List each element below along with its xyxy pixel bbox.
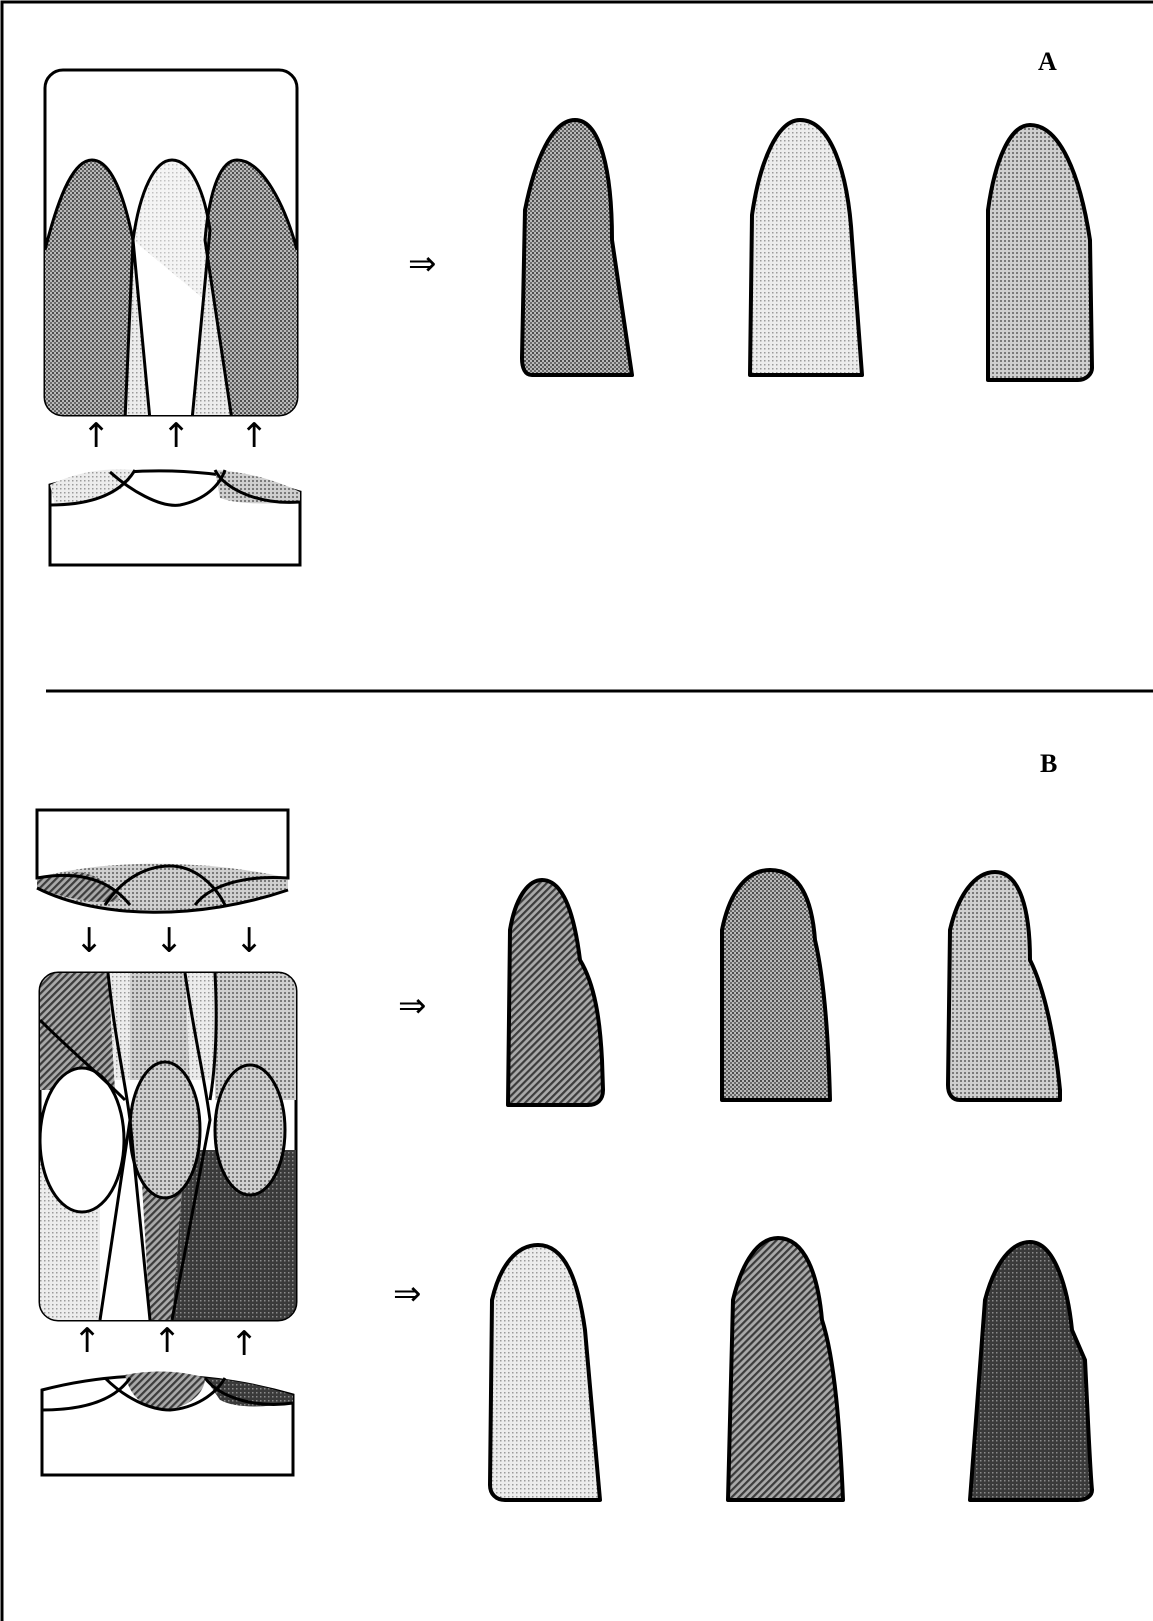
implies-arrow-icon: ⇒ (393, 1274, 422, 1314)
panel-a-composite-box (45, 70, 297, 420)
panel-a-output-shape-2 (750, 120, 862, 375)
panel-b-output-row1-shape-3 (948, 872, 1060, 1100)
panel-b-top-source-strip (37, 810, 288, 912)
arrow-up-icon: ↑ (73, 1321, 102, 1361)
panel-b-label: B (1040, 749, 1057, 778)
panel-a-label: A (1038, 47, 1057, 76)
panel-b-composite-box (40, 970, 296, 1320)
panel-b-output-row1-shape-1 (508, 880, 603, 1105)
panel-a-output-shape-1 (522, 120, 632, 375)
panel-b-bottom-source-strip (42, 1372, 293, 1475)
panel-a: A ↑ ↑ ↑ (45, 47, 1092, 565)
arrow-down-icon: ↓ (235, 921, 264, 961)
panel-a-output-shape-3 (988, 125, 1092, 380)
arrow-up-icon: ↑ (162, 416, 191, 456)
panel-b-output-row2-shape-3 (970, 1242, 1092, 1500)
arrow-up-icon: ↑ (230, 1324, 259, 1364)
panel-a-source-strip (50, 469, 300, 565)
arrow-down-icon: ↓ (75, 921, 104, 961)
arrow-up-icon: ↑ (153, 1321, 182, 1361)
implies-arrow-icon: ⇒ (398, 986, 427, 1026)
implies-arrow-icon: ⇒ (408, 244, 437, 284)
panel-b-output-row2-shape-2 (728, 1238, 843, 1500)
panel-b-output-row1-shape-2 (722, 870, 830, 1100)
arrow-up-icon: ↑ (240, 416, 269, 456)
panel-b: B ↓ ↓ ↓ (37, 749, 1092, 1500)
arrow-down-icon: ↓ (155, 921, 184, 961)
panel-b-output-row2-shape-1 (490, 1245, 600, 1500)
arrow-up-icon: ↑ (82, 416, 111, 456)
